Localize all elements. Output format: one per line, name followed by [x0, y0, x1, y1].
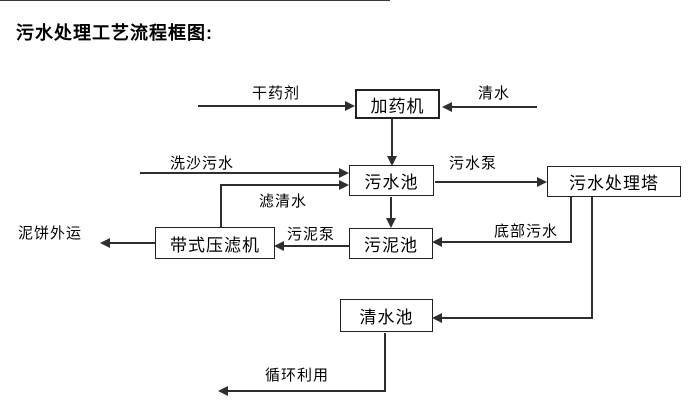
label-mud-cake-out: 泥饼外运 [18, 225, 83, 242]
arrowhead-bottom-sewage [432, 237, 442, 247]
label-sewage-pump: 污水泵 [449, 155, 498, 172]
connector-sewage-pump-line [435, 181, 537, 183]
arrowhead-mud-cake [100, 238, 110, 248]
connector-sludge-pump-line [284, 245, 349, 247]
label-recycle-use: 循环利用 [265, 367, 330, 384]
connector-recycle-vline [384, 333, 386, 392]
node-sludge-pool: 污泥池 [349, 228, 433, 259]
connector-dosing-to-sewage-line [391, 119, 393, 156]
label-filtered-water: 滤清水 [259, 193, 308, 210]
connector-mud-cake-line [110, 242, 155, 244]
connector-tower-to-clean-hline [442, 317, 593, 319]
page-title: 污水处理工艺流程框图: [16, 23, 213, 43]
connector-dry-chemical-line [198, 105, 345, 107]
arrowhead-sand-washing [339, 168, 349, 178]
connector-sand-washing-line [140, 172, 339, 174]
arrowhead-recycle [218, 386, 228, 396]
arrowhead-sludge-pump [274, 241, 284, 251]
arrowhead-sewage-pump [537, 177, 547, 187]
scan-artifact-line [0, 0, 390, 1]
arrowhead-dry-chemical [345, 101, 355, 111]
arrowhead-clean-water [442, 102, 452, 112]
arrowhead-tower-to-clean [432, 313, 442, 323]
label-bottom-sewage: 底部污水 [494, 223, 559, 240]
node-dosing-machine: 加药机 [355, 89, 440, 119]
connector-bottom-sewage-vline [570, 197, 572, 243]
connector-clean-water-line [452, 106, 537, 108]
node-treatment-tower: 污水处理塔 [547, 166, 681, 197]
arrowhead-filtered-water [339, 180, 349, 190]
arrowhead-sewage-to-sludge [386, 218, 396, 228]
node-belt-filter-press: 带式压滤机 [155, 227, 275, 259]
label-sand-washing-sewage: 洗沙污水 [170, 155, 235, 172]
connector-sewage-to-sludge-line [390, 197, 392, 218]
connector-tower-to-clean-vline [591, 197, 593, 319]
arrowhead-dosing-to-sewage [387, 156, 397, 166]
connector-filtered-water-hline [220, 184, 339, 186]
connector-filtered-water-vline [220, 184, 222, 227]
label-dry-chemical: 干药剂 [252, 85, 301, 102]
connector-recycle-hline [228, 390, 386, 392]
label-sludge-pump: 污泥泵 [287, 226, 336, 243]
node-clean-water-pool: 清水池 [340, 299, 433, 332]
node-sewage-pool: 污水池 [349, 165, 434, 196]
connector-bottom-sewage-hline [442, 241, 572, 243]
label-clean-water: 清水 [478, 85, 511, 102]
